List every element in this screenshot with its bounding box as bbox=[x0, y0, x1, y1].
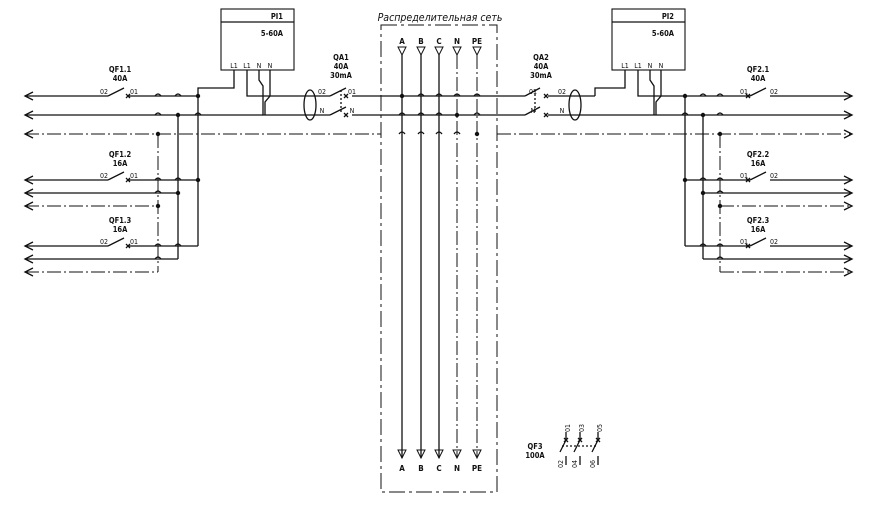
qa2-pin-d: N bbox=[560, 107, 565, 115]
qa1-pin-b: 01 bbox=[348, 88, 356, 96]
bus-label-c-top: C bbox=[436, 37, 441, 46]
meter-pi2-t4: N bbox=[659, 62, 664, 70]
meter-pi2-rating: 5-60A bbox=[652, 29, 675, 38]
bus-label-pe-bottom: PE bbox=[472, 464, 482, 473]
bus-label-pe-top: PE bbox=[472, 37, 482, 46]
qf11-pin-b: 01 bbox=[130, 88, 138, 96]
qf3-pin-03: 03 bbox=[578, 424, 586, 432]
qa1-leakage: 30mA bbox=[330, 71, 352, 80]
bus-label-b-top: B bbox=[418, 37, 423, 46]
qf12-pin-b: 01 bbox=[130, 172, 138, 180]
qf12-rating: 16A bbox=[113, 159, 128, 168]
left-wiring bbox=[23, 70, 381, 277]
left-breaker-symbols bbox=[107, 87, 131, 249]
qa1-id: QA1 bbox=[333, 53, 349, 62]
bus-top-markers bbox=[397, 46, 482, 57]
qf22-pin-b: 02 bbox=[770, 172, 778, 180]
qf11-id: QF1.1 bbox=[109, 65, 132, 74]
meter-pi2-t2: L1 bbox=[634, 62, 642, 70]
meter-pi2-t1: L1 bbox=[621, 62, 629, 70]
qa1-pin-a: 02 bbox=[318, 88, 326, 96]
right-breaker-symbols bbox=[745, 87, 767, 249]
qf23-pin-a: 01 bbox=[740, 238, 748, 246]
qf3-pin-06: 06 bbox=[589, 460, 597, 468]
qf3-pin-02: 02 bbox=[557, 460, 565, 468]
qf22-pin-a: 01 bbox=[740, 172, 748, 180]
qa1-current: 40A bbox=[334, 62, 349, 71]
qa2-current: 40A bbox=[534, 62, 549, 71]
qf3-rating: 100A bbox=[525, 451, 545, 460]
qf13-id: QF1.3 bbox=[109, 216, 132, 225]
qa2-pin-c: N bbox=[531, 107, 536, 115]
bus-bottom-markers bbox=[397, 449, 482, 460]
qf13-pin-a: 02 bbox=[100, 238, 108, 246]
qa2-leakage: 30mA bbox=[530, 71, 552, 80]
qa2-id: QA2 bbox=[533, 53, 549, 62]
qf11-pin-a: 02 bbox=[100, 88, 108, 96]
qf13-pin-b: 01 bbox=[130, 238, 138, 246]
qf12-pin-a: 02 bbox=[100, 172, 108, 180]
network-frame bbox=[380, 24, 498, 493]
bus-connection-dots bbox=[398, 93, 481, 137]
qf23-pin-b: 02 bbox=[770, 238, 778, 246]
bus-lines bbox=[401, 55, 478, 458]
qf11-rating: 40A bbox=[113, 74, 128, 83]
qf3-pin-04: 04 bbox=[571, 460, 579, 468]
qa1-pin-c: N bbox=[320, 107, 325, 115]
bus-label-n-top: N bbox=[454, 37, 460, 46]
right-wiring bbox=[402, 70, 854, 277]
meter-pi1: PI1 5-60A L1 L1 N N bbox=[220, 8, 295, 71]
qf22-rating: 16A bbox=[751, 159, 766, 168]
qf21-pin-a: 01 bbox=[740, 88, 748, 96]
meter-pi1-rating: 5-60A bbox=[261, 29, 284, 38]
rcd-qa2 bbox=[524, 87, 582, 121]
meter-pi1-t4: N bbox=[268, 62, 273, 70]
qf21-pin-b: 02 bbox=[770, 88, 778, 96]
qf13-rating: 16A bbox=[113, 225, 128, 234]
qf12-id: QF1.2 bbox=[109, 150, 132, 159]
meter-pi1-t2: L1 bbox=[243, 62, 251, 70]
meter-pi1-id: PI1 bbox=[271, 12, 283, 21]
qf3-pin-05: 05 bbox=[596, 424, 604, 432]
qf23-rating: 16A bbox=[751, 225, 766, 234]
bus-label-a-top: A bbox=[399, 37, 405, 46]
meter-pi2-id: PI2 bbox=[662, 12, 674, 21]
bus-label-b-bottom: B bbox=[418, 464, 423, 473]
qf3-pin-01: 01 bbox=[564, 424, 572, 432]
bus-label-a-bottom: A bbox=[399, 464, 405, 473]
qf23-id: QF2.3 bbox=[747, 216, 770, 225]
main-breaker-qf3 bbox=[559, 432, 601, 465]
meter-pi2: PI2 5-60A L1 L1 N N bbox=[611, 8, 686, 71]
qf3-id: QF3 bbox=[527, 442, 542, 451]
bus-label-c-bottom: C bbox=[436, 464, 441, 473]
qf22-id: QF2.2 bbox=[747, 150, 770, 159]
meter-pi2-t3: N bbox=[648, 62, 653, 70]
qf21-rating: 40A bbox=[751, 74, 766, 83]
qa1-pin-d: N bbox=[350, 107, 355, 115]
qf21-id: QF2.1 bbox=[747, 65, 770, 74]
meter-pi1-t1: L1 bbox=[230, 62, 238, 70]
qa2-pin-b: 02 bbox=[558, 88, 566, 96]
meter-pi1-t3: N bbox=[257, 62, 262, 70]
network-title: Распределительная сеть bbox=[378, 12, 503, 24]
qa2-pin-a: 01 bbox=[529, 88, 537, 96]
bus-label-n-bottom: N bbox=[454, 464, 460, 473]
